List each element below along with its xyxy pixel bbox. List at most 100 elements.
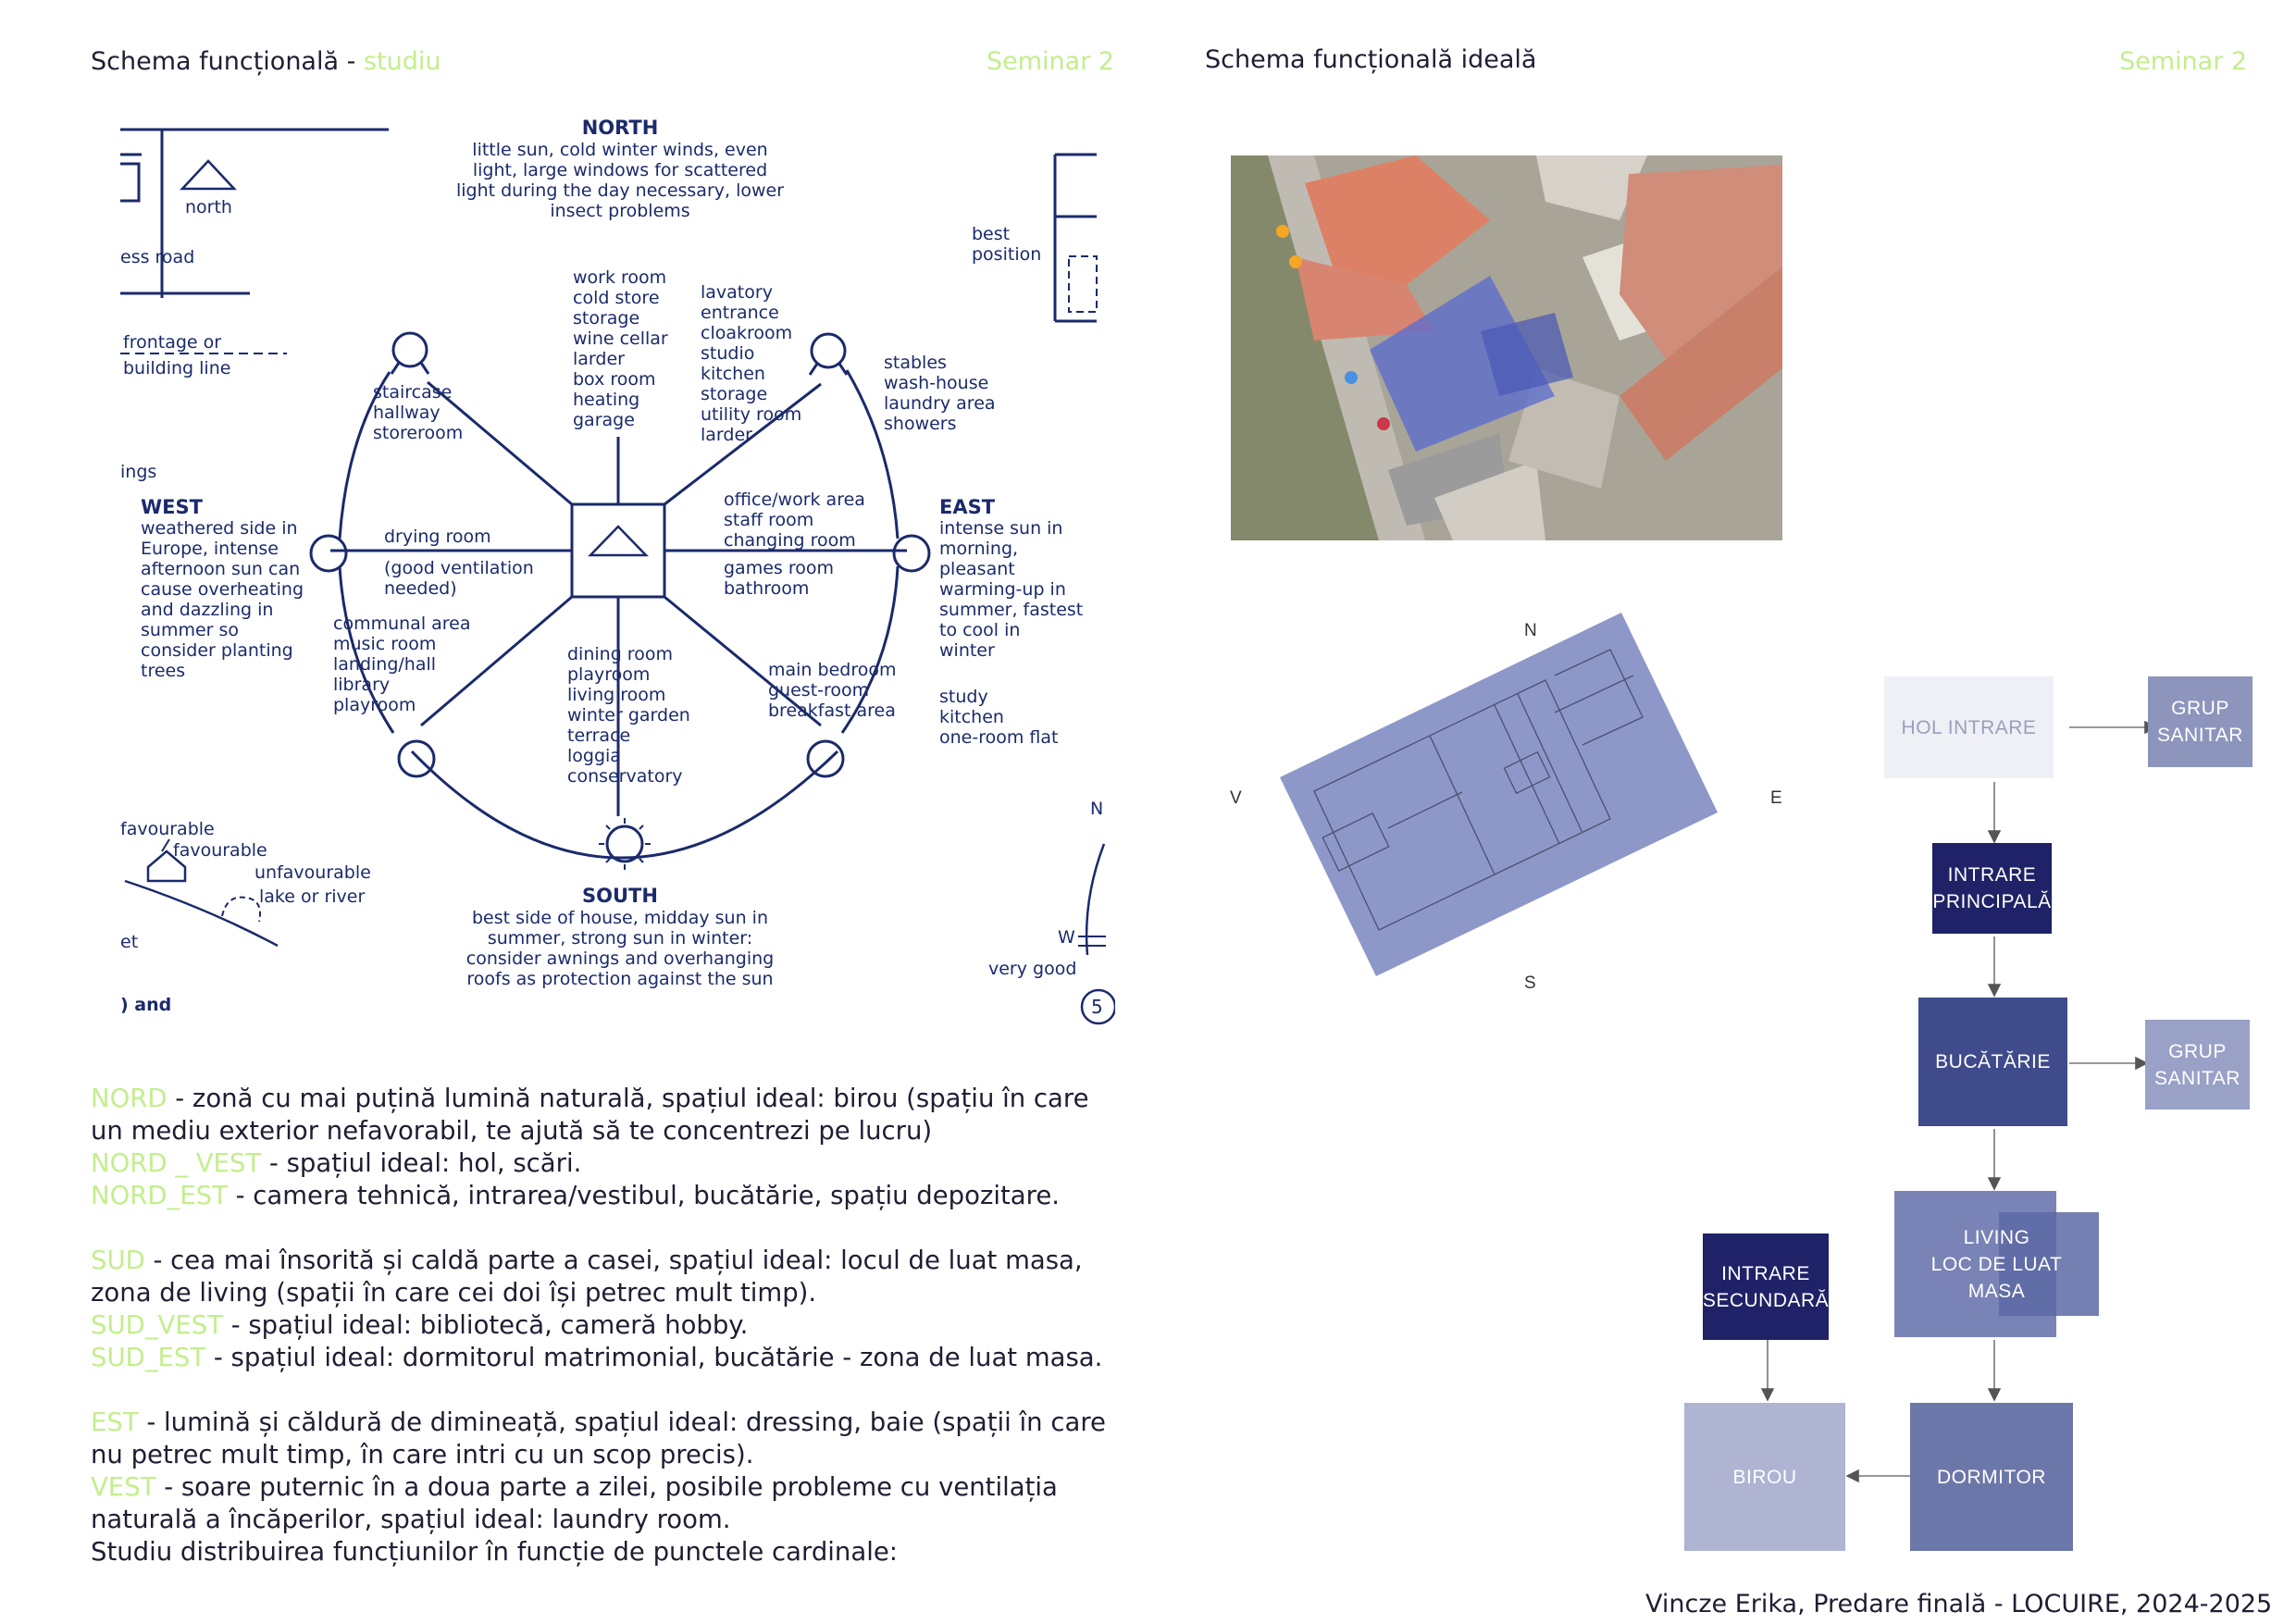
note-text: naturală a încăperilor, spațiul ideal: l… [91, 1505, 731, 1534]
svg-text:cause overheating: cause overheating [141, 579, 304, 600]
svg-text:office/work area: office/work area [724, 490, 865, 510]
svg-text:drying room: drying room [384, 527, 491, 547]
svg-text:summer so: summer so [141, 620, 239, 640]
note-line: VEST - soare puternic în a doua parte a … [91, 1471, 1127, 1504]
svg-text:hallway: hallway [373, 403, 441, 423]
svg-text:lavatory: lavatory [701, 282, 773, 303]
note-direction-key: NORD_EST [91, 1181, 228, 1210]
svg-text:little sun, cold winter winds,: little sun, cold winter winds, even [472, 140, 767, 160]
sun-orientation-diagram: NORTH little sun, cold winter winds, eve… [120, 117, 1115, 1025]
note-text: - camera tehnică, intrarea/vestibul, buc… [227, 1181, 1061, 1210]
note-line: SUD_EST - spațiul ideal: dormitorul matr… [91, 1342, 1127, 1374]
hol-intrare-box: HOL INTRARE [1884, 676, 2054, 778]
svg-text:cloakroom: cloakroom [701, 323, 792, 343]
svg-text:study: study [939, 687, 988, 707]
svg-text:playroom: playroom [567, 664, 650, 685]
note-direction-key: EST [91, 1407, 139, 1437]
svg-text:loggia: loggia [567, 746, 621, 766]
site-satellite-map [1231, 155, 1782, 540]
compass-east: E [1770, 788, 1782, 808]
svg-text:) and: ) and [120, 995, 171, 1015]
orientation-notes: NORD - zonă cu mai puțină lumină natural… [91, 1083, 1127, 1568]
svg-text:utility room: utility room [701, 404, 801, 425]
note-text: - spațiul ideal: dormitorul matrimonial,… [205, 1343, 1103, 1372]
note-text: un mediu exterior nefavorabil, te ajută … [91, 1116, 933, 1146]
note-text: nu petrec mult timp, în care intri cu un… [91, 1440, 754, 1469]
svg-text:ess road: ess road [120, 247, 194, 267]
svg-text:winter: winter [939, 640, 995, 661]
svg-text:landing/hall: landing/hall [333, 654, 436, 675]
svg-text:5: 5 [1091, 996, 1103, 1018]
svg-text:summer, fastest: summer, fastest [939, 600, 1083, 620]
west-description: weathered side in Europe, intense aftern… [141, 518, 304, 681]
svg-text:changing room: changing room [724, 530, 856, 551]
se-circle-icon [806, 739, 845, 778]
note-text: - spațiul ideal: bibliotecă, cameră hobb… [222, 1310, 749, 1340]
svg-text:frontage or: frontage or [123, 332, 221, 353]
birou-box: BIROU [1684, 1403, 1845, 1551]
west-rooms-list: drying room (good ventilation needed) [384, 527, 534, 599]
sun-icon [605, 824, 644, 863]
note-line: NORD_EST - camera tehnică, intrarea/vest… [91, 1180, 1127, 1212]
house-icon [146, 849, 187, 883]
svg-text:heating: heating [573, 390, 639, 410]
svg-text:favourable: favourable [120, 819, 215, 839]
south-description: best side of house, midday sun in summer… [466, 908, 774, 989]
north-description: little sun, cold winter winds, even ligh… [456, 140, 784, 221]
note-text: Studiu distribuirea funcțiunilor în func… [91, 1537, 899, 1567]
bucatarie-box: BUCĂTĂRIE [1918, 998, 2067, 1126]
svg-text:best: best [972, 224, 1010, 244]
svg-text:playroom: playroom [333, 695, 416, 715]
left-page-title: Schema funcțională - studiu [91, 47, 441, 76]
svg-text:storage: storage [701, 384, 767, 404]
svg-text:main bedroom: main bedroom [768, 660, 896, 680]
note-text: - spațiul ideal: hol, scări. [261, 1148, 582, 1178]
svg-text:north: north [185, 197, 232, 217]
site-highlight [1370, 276, 1555, 452]
south-west-rooms-list: communal area music room landing/hall li… [333, 614, 471, 715]
svg-text:library: library [333, 675, 390, 695]
right-page-title: Schema funcțională ideală [1205, 45, 1537, 74]
title-accent: studiu [363, 47, 441, 76]
svg-text:music room: music room [333, 634, 436, 654]
svg-text:(good ventilation: (good ventilation [384, 558, 534, 578]
north-east-rooms-list: lavatory entrance cloakroom studio kitch… [701, 282, 801, 445]
note-direction-key: SUD_EST [91, 1343, 206, 1372]
svg-text:kitchen: kitchen [939, 707, 1004, 727]
svg-text:guest-room: guest-room [768, 680, 869, 700]
svg-text:consider planting: consider planting [141, 640, 293, 661]
east-description: intense sun in morning, pleasant warming… [939, 518, 1083, 748]
svg-text:laundry area: laundry area [884, 393, 996, 414]
svg-text:best side of house, midday sun: best side of house, midday sun in [472, 908, 768, 928]
compass-south: S [1524, 973, 1536, 993]
svg-text:communal area: communal area [333, 614, 471, 634]
note-line: EST - lumină și căldură de dimineață, sp… [91, 1407, 1127, 1439]
svg-text:needed): needed) [384, 578, 457, 599]
svg-text:dining room: dining room [567, 644, 673, 664]
east-rooms-list: office/work area staff room changing roo… [724, 490, 865, 599]
svg-text:larder: larder [573, 349, 625, 369]
svg-text:consider awnings and overhangi: consider awnings and overhanging [466, 948, 774, 969]
note-line: nu petrec mult timp, în care intri cu un… [91, 1439, 1127, 1471]
site-plan-footprint [1280, 613, 1718, 976]
svg-text:light during the day necessary: light during the day necessary, lower [456, 180, 784, 201]
svg-text:intense sun in: intense sun in [939, 518, 1062, 539]
north-marker-icon [180, 159, 237, 191]
svg-text:et: et [120, 932, 138, 952]
svg-text:light, large windows for scatt: light, large windows for scattered [473, 160, 767, 180]
compass-north: N [1524, 621, 1537, 640]
svg-text:staff room: staff room [724, 510, 813, 530]
north-east-outer-list: stables wash-house laundry area showers [884, 353, 996, 434]
note-line: NORD _ VEST - spațiul ideal: hol, scări. [91, 1147, 1127, 1180]
svg-text:N: N [1090, 799, 1103, 819]
svg-text:stables: stables [884, 353, 947, 373]
note-direction-key: NORD _ VEST [91, 1148, 262, 1178]
svg-text:cold store: cold store [573, 288, 660, 308]
left-edge-labels: north ess road frontage or building line… [120, 197, 371, 1015]
svg-text:garage: garage [573, 410, 635, 430]
